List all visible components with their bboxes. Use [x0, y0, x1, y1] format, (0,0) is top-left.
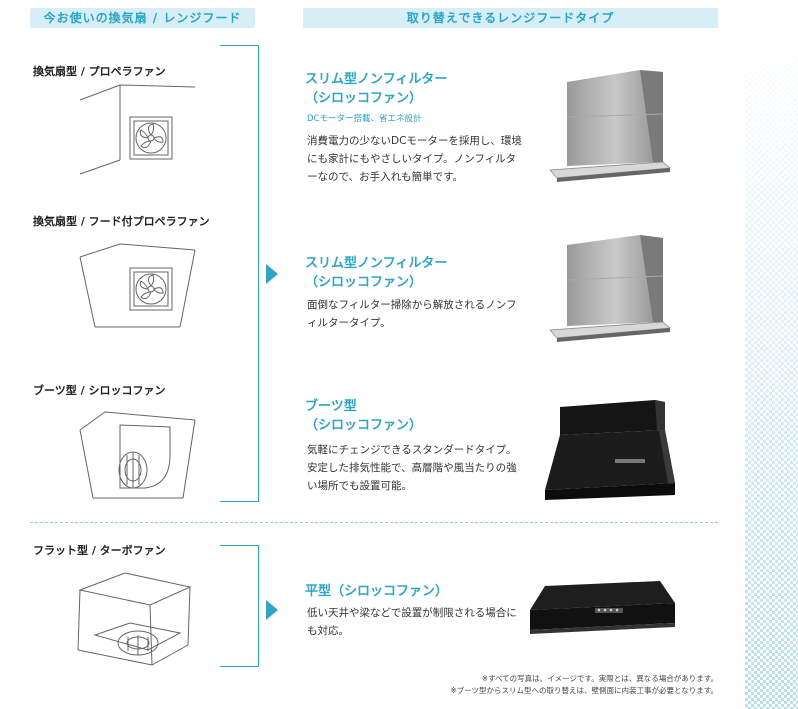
option-title: スリム型ノンフィルター（シロッコファン） [305, 256, 448, 290]
replacement-header: 取り替えできるレンジフードタイプ [303, 8, 718, 28]
current-header: 今お使いの換気扇 / レンジフード [30, 8, 255, 28]
option-description: 気軽にチェンジできるスタンダードタイプ。安定した排気性能で、高層階や風当たりの強… [307, 444, 517, 492]
slim-hood-silver-image [549, 70, 671, 182]
footnotes: ※すべての写真は、イメージです。実際とは、異なる場合があります。 ※ブーツ型から… [450, 674, 718, 695]
current-type-label: ブーツ型 / シロッコファン [33, 384, 166, 397]
current-type-label: 換気扇型 / プロペラファン [33, 65, 166, 78]
group-bracket [220, 45, 259, 502]
current-type-label: フラット型 / ターボファン [33, 544, 166, 557]
option-subtitle: DCモーター搭載、省エネ設計 [307, 114, 422, 124]
current-type-label: 換気扇型 / フード付プロペラファン [33, 215, 210, 228]
slim-hood-silver-image [549, 235, 671, 342]
option-description: 面倒なフィルター掃除から解放されるノンフィルタータイプ。 [307, 299, 517, 329]
option-title: ブーツ型（シロッコファン） [305, 399, 423, 433]
decorative-pattern [745, 20, 798, 709]
arrow-right-icon [266, 264, 278, 284]
group-bracket [220, 545, 259, 667]
propeller-fan-sketch [79, 84, 196, 175]
section-divider [30, 522, 718, 523]
hooded-propeller-fan-sketch [79, 243, 196, 328]
option-description: 低い天井や梁などで設置が制限される場合にも対応。 [307, 607, 517, 637]
option-title: スリム型ノンフィルター（シロッコファン） [305, 72, 448, 106]
option-description: 消費電力の少ないDCモーターを採用し、環境にも家計にもやさしいタイプ。ノンフィル… [307, 135, 522, 183]
boots-sirocco-fan-sketch [79, 411, 196, 499]
flat-hood-black-image [530, 581, 675, 634]
arrow-right-icon [266, 600, 278, 620]
boots-hood-black-image [545, 400, 675, 500]
flat-turbo-fan-sketch [77, 572, 192, 666]
option-title: 平型（シロッコファン） [305, 584, 449, 599]
